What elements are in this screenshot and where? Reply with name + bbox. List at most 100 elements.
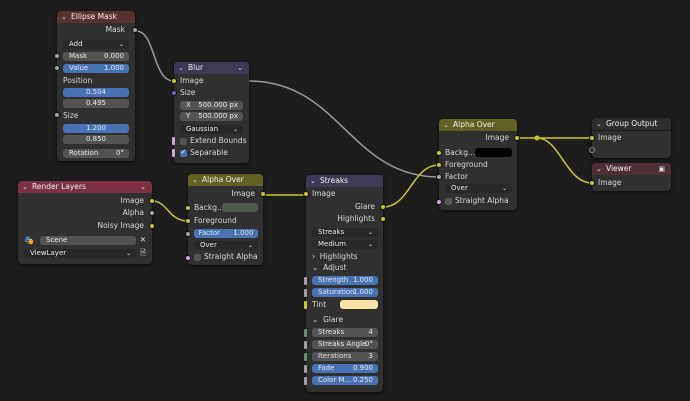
background-input-socket[interactable]: [185, 205, 191, 211]
blend-mode-dropdown[interactable]: Over⌄: [194, 241, 258, 250]
image-input-socket[interactable]: [589, 180, 595, 186]
foreground-input-socket[interactable]: [436, 162, 442, 168]
foreground-input-socket[interactable]: [185, 218, 191, 224]
image-output-socket[interactable]: [514, 135, 520, 141]
straight-alpha-socket[interactable]: [436, 199, 442, 205]
view-layer-icon[interactable]: 🗎: [139, 248, 146, 257]
image-input-socket[interactable]: [303, 191, 309, 197]
link-blur-to-alpha-over-factor: [248, 80, 440, 178]
size-y-field[interactable]: 0.850: [63, 135, 129, 144]
extend-bounds-label: Extend Bounds: [190, 136, 247, 145]
noisy-output-socket[interactable]: [149, 223, 155, 229]
collapse-chevron-icon[interactable]: ⌄: [443, 121, 449, 129]
ellipse-mask-header[interactable]: ⌄ Ellipse Mask: [57, 11, 135, 23]
glare-output-socket[interactable]: [380, 204, 386, 210]
highlights-panel-header[interactable]: › Highlights: [312, 252, 358, 261]
image-output-label: Image: [120, 196, 145, 205]
value-input-socket[interactable]: [54, 65, 60, 71]
group-output-node[interactable]: ⌄ Group Output Image: [589, 118, 671, 158]
background-color-swatch[interactable]: [222, 203, 258, 212]
glare-type-dropdown[interactable]: Streaks⌄: [312, 228, 378, 237]
adjust-panel-header[interactable]: ⌄ Adjust: [312, 263, 347, 272]
quality-dropdown[interactable]: Medium⌄: [312, 240, 378, 249]
size-input-socket[interactable]: [171, 90, 177, 96]
background-color-swatch[interactable]: [475, 148, 512, 157]
viewer-node[interactable]: ⌄ Viewer ▣ Image: [589, 163, 671, 191]
scene-icon[interactable]: 🎭: [24, 236, 34, 245]
options-chevron-icon[interactable]: ⌄: [237, 64, 243, 72]
close-icon[interactable]: ✕: [139, 235, 146, 244]
size-x-field[interactable]: 1.200: [63, 124, 129, 133]
collapse-chevron-icon[interactable]: ⌄: [192, 176, 198, 184]
factor-input-socket[interactable]: [185, 231, 191, 237]
straight-alpha-checkbox[interactable]: [445, 198, 452, 205]
scene-selector[interactable]: Scene: [40, 236, 136, 245]
blend-mode-dropdown[interactable]: Over⌄: [445, 184, 512, 193]
collapse-chevron-icon[interactable]: ⌄: [178, 64, 184, 72]
image-input-socket[interactable]: [171, 78, 177, 84]
chevron-down-icon: ⌄: [501, 185, 507, 192]
alpha-over-header[interactable]: ⌄ Alpha Over: [188, 174, 263, 186]
viewer-header[interactable]: ⌄ Viewer ▣: [592, 163, 671, 175]
filter-type-dropdown[interactable]: Gaussian⌄: [180, 125, 243, 134]
alpha-output-socket[interactable]: [149, 210, 155, 216]
position-y-field[interactable]: 0.495: [63, 99, 129, 108]
streaks-socket-marker: [304, 329, 307, 337]
alpha-over-header[interactable]: ⌄ Alpha Over: [439, 119, 517, 131]
render-layers-node[interactable]: ⌄ Render Layers ⌄ Image Alpha Noisy Imag…: [18, 181, 155, 264]
monitor-icon[interactable]: ▣: [658, 165, 665, 173]
collapse-chevron-icon[interactable]: ⌄: [596, 120, 602, 128]
position-x-field[interactable]: 0.504: [63, 88, 129, 97]
highlights-output-socket[interactable]: [380, 216, 386, 222]
reroute-dot[interactable]: [534, 135, 540, 141]
straight-alpha-socket[interactable]: [185, 255, 191, 261]
mask-mode-dropdown[interactable]: Add⌄: [63, 40, 129, 49]
image-output-socket[interactable]: [149, 198, 155, 204]
straight-alpha-checkbox[interactable]: [194, 254, 201, 261]
tint-color-swatch[interactable]: [340, 300, 378, 309]
collapse-chevron-icon[interactable]: ⌄: [61, 13, 67, 21]
factor-input-socket[interactable]: [436, 174, 442, 180]
glare-panel-header[interactable]: ⌄ Glare: [312, 315, 344, 324]
background-input-socket[interactable]: [436, 150, 442, 156]
image-input-socket[interactable]: [589, 135, 595, 141]
alpha-over-node-1[interactable]: ⌄ Alpha Over Image Backg... Foreground F…: [185, 174, 266, 265]
color-modulation-field[interactable]: Color M...0.250: [312, 376, 378, 385]
streaks-node[interactable]: ⌄ Streaks Image Glare Highlights Streaks…: [303, 175, 386, 392]
group-output-header[interactable]: ⌄ Group Output: [592, 118, 671, 131]
chevron-down-icon: ⌄: [367, 241, 373, 248]
collapse-chevron-icon[interactable]: ⌄: [310, 177, 316, 185]
collapse-chevron-icon[interactable]: ⌄: [596, 165, 602, 173]
background-label: Backg...: [194, 203, 225, 212]
empty-input-socket[interactable]: [589, 147, 595, 153]
factor-field[interactable]: Factor 1.000: [194, 229, 258, 238]
collapse-chevron-icon[interactable]: ⌄: [22, 183, 28, 191]
render-layers-header[interactable]: ⌄ Render Layers ⌄: [18, 181, 152, 193]
mask-output-socket[interactable]: [132, 27, 138, 33]
node-title: Streaks: [320, 176, 349, 185]
mask-input-socket[interactable]: [54, 53, 60, 59]
size-input-socket[interactable]: [54, 112, 60, 118]
view-layer-dropdown[interactable]: ViewLayer⌄: [24, 249, 136, 258]
alpha-over-node-2[interactable]: ⌄ Alpha Over Image Backg... Foreground F…: [436, 119, 520, 210]
link-render-to-alpha-over-fg: [151, 200, 189, 222]
extend-bounds-checkbox[interactable]: [180, 138, 187, 145]
streaks-header[interactable]: ⌄ Streaks: [306, 175, 383, 187]
options-chevron-icon[interactable]: ⌄: [140, 183, 146, 191]
blur-header[interactable]: ⌄ Blur ⌄: [174, 62, 249, 74]
separable-checkbox[interactable]: [180, 148, 187, 157]
image-output-socket[interactable]: [260, 191, 266, 197]
